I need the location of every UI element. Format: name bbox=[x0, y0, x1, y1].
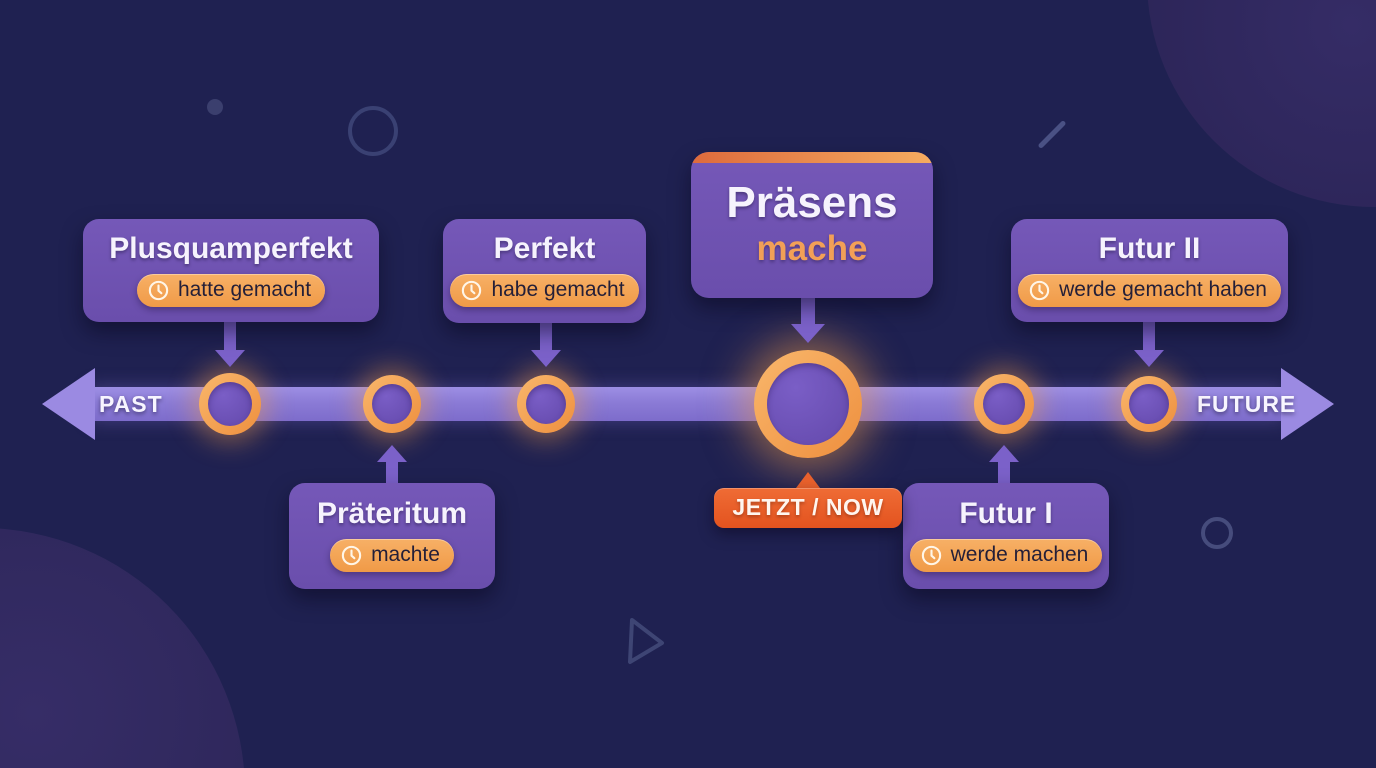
decorative-dot bbox=[207, 99, 223, 115]
decorative-circle-outline bbox=[348, 106, 398, 156]
corner-blob-bottom-left bbox=[0, 528, 245, 768]
clock-icon bbox=[148, 280, 169, 300]
tense-card-praesens: Präsens mache bbox=[691, 152, 933, 298]
timeline-node-plusquamperfekt bbox=[199, 373, 261, 435]
tense-title: Präsens bbox=[726, 178, 898, 227]
node-fill bbox=[208, 382, 252, 426]
connector-plusquamperfekt bbox=[215, 320, 245, 367]
decorative-slash-line bbox=[1037, 120, 1067, 149]
arrow-down-icon bbox=[531, 350, 561, 367]
tense-title: Perfekt bbox=[493, 232, 596, 265]
arrow-up-icon bbox=[989, 445, 1019, 462]
connector-futur2 bbox=[1134, 320, 1164, 367]
example-text: machte bbox=[371, 543, 440, 566]
tense-title: Präteritum bbox=[316, 497, 468, 530]
timeline-node-praesens-now bbox=[754, 350, 862, 458]
tense-title: Futur I bbox=[959, 497, 1053, 530]
tense-card-praeteritum: Präteritum machte bbox=[289, 483, 495, 589]
example-text: mache bbox=[756, 229, 868, 269]
example-badge: werde machen bbox=[909, 539, 1103, 572]
example-badge: hatte gemacht bbox=[136, 274, 326, 307]
node-fill bbox=[372, 384, 412, 424]
timeline-node-perfekt bbox=[517, 375, 575, 433]
connector-praesens bbox=[791, 296, 825, 343]
now-label: JETZT / NOW bbox=[732, 494, 884, 520]
connector-perfekt bbox=[531, 320, 561, 367]
example-badge: habe gemacht bbox=[450, 274, 639, 307]
tense-title: Plusquamperfekt bbox=[109, 232, 353, 265]
example-badge: werde gemacht haben bbox=[1018, 274, 1281, 307]
timeline-node-praeteritum bbox=[363, 375, 421, 433]
corner-blob-top-right bbox=[1147, 0, 1376, 207]
connector-praeteritum bbox=[377, 445, 407, 485]
arrow-down-icon bbox=[791, 324, 825, 343]
timeline-node-futur2 bbox=[1121, 376, 1177, 432]
connector-futur1 bbox=[989, 445, 1019, 485]
now-badge: JETZT / NOW bbox=[714, 488, 902, 528]
tense-title: Futur II bbox=[1098, 232, 1201, 265]
node-fill bbox=[767, 363, 849, 445]
node-fill bbox=[1129, 384, 1169, 424]
example-text: werde machen bbox=[950, 543, 1089, 566]
past-label: PAST bbox=[99, 391, 163, 417]
clock-icon bbox=[1029, 280, 1050, 300]
timeline-arrowhead-past bbox=[42, 368, 95, 440]
tense-card-futur2: Futur II werde gemacht haben bbox=[1011, 219, 1288, 322]
clock-icon bbox=[462, 280, 482, 300]
timeline-bar bbox=[90, 387, 1284, 421]
decorative-small-circle-outline bbox=[1201, 517, 1233, 549]
arrow-up-icon bbox=[377, 445, 407, 462]
arrow-down-icon bbox=[1134, 350, 1164, 367]
arrow-down-icon bbox=[215, 350, 245, 367]
timeline-node-futur1 bbox=[974, 374, 1034, 434]
example-badge: machte bbox=[330, 539, 454, 572]
now-marker: JETZT / NOW bbox=[714, 472, 902, 528]
node-fill bbox=[983, 383, 1025, 425]
now-pointer-icon bbox=[796, 472, 820, 488]
clock-icon bbox=[341, 545, 362, 565]
example-text: habe gemacht bbox=[491, 278, 625, 301]
decorative-triangle-outline bbox=[628, 618, 664, 664]
clock-icon bbox=[921, 545, 941, 565]
node-fill bbox=[526, 384, 566, 424]
future-label: FUTURE bbox=[1197, 391, 1297, 417]
example-text: hatte gemacht bbox=[177, 278, 312, 301]
tense-card-plusquamperfekt: Plusquamperfekt hatte gemacht bbox=[83, 219, 379, 322]
example-text: werde gemacht haben bbox=[1059, 278, 1267, 301]
tense-card-futur1: Futur I werde machen bbox=[903, 483, 1109, 589]
tense-card-perfekt: Perfekt habe gemacht bbox=[443, 219, 646, 323]
praesens-accent-stripe bbox=[691, 152, 933, 163]
